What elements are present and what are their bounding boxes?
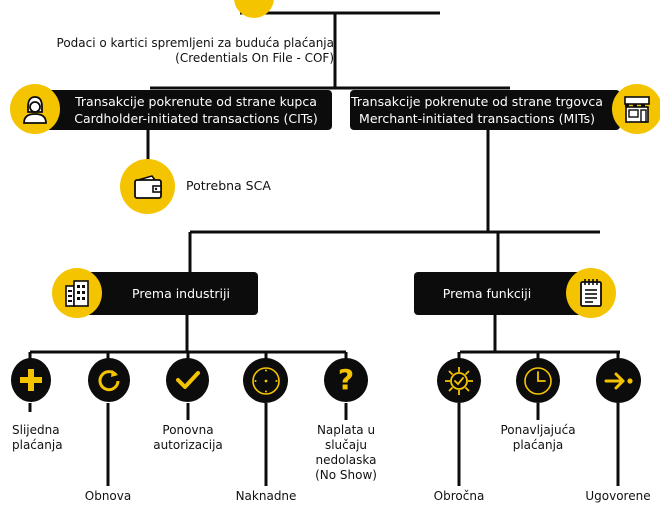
gear-check-icon	[437, 358, 481, 403]
plus-icon	[11, 358, 51, 402]
incremental-line1: Slijedna	[12, 423, 60, 437]
arrow-right-icon	[596, 358, 641, 403]
cof-line1: Podaci o kartici spremljeni za buduća pl…	[56, 36, 334, 50]
mit-box: Transakcije pokrenute od strane trgovca …	[350, 90, 620, 130]
incremental-line2: plaćanja	[12, 438, 63, 452]
noshow-line4: (No Show)	[315, 468, 377, 482]
refresh-icon	[88, 358, 130, 402]
noshow-line2: slučaju	[324, 438, 368, 452]
mit-line2: Merchant-initiated transactions (MITs)	[359, 111, 595, 126]
installment-label: Obročna	[433, 489, 485, 503]
building-icon	[52, 268, 102, 318]
sca-label: Potrebna SCA	[186, 178, 271, 193]
mit-line1: Transakcije pokrenute od strane trgovca	[351, 94, 603, 109]
incremental-label: Slijedna plaćanja	[12, 423, 63, 453]
store-icon	[612, 84, 660, 134]
function-box: Prema funkciji	[414, 272, 582, 315]
industry-box: Prema industriji	[84, 272, 258, 315]
reauth-line2: autorizacija	[153, 438, 223, 452]
cof-label: Podaci o kartici spremljeni za buduća pl…	[42, 36, 334, 66]
cof-line2: (Credentials On File - COF)	[175, 51, 334, 65]
reauth-label: Ponovna autorizacija	[148, 423, 228, 453]
noshow-line1: Naplata u	[316, 423, 376, 437]
noshow-line3: nedolaska	[315, 453, 377, 467]
cit-line2: Cardholder-initiated transactions (CITs)	[74, 111, 318, 126]
delayed-label: Naknadne	[235, 489, 297, 503]
cit-line1: Transakcije pokrenute od strane kupca	[75, 94, 317, 109]
agreed-label: Ugovorene	[585, 489, 651, 503]
clock-icon	[243, 358, 288, 403]
recurring-line2: plaćanja	[512, 438, 564, 452]
wallet-icon	[120, 159, 175, 214]
renewal-label: Obnova	[84, 489, 132, 503]
question-icon: ?	[324, 358, 368, 402]
recurring-label: Ponavljajuća plaćanja	[493, 423, 583, 453]
recurring-line1: Ponavljajuća	[500, 423, 576, 437]
cit-box: Transakcije pokrenute od strane kupca Ca…	[44, 90, 332, 130]
check-icon	[166, 358, 209, 402]
function-label: Prema funkciji	[442, 286, 532, 301]
noshow-label: Naplata u slučaju nedolaska (No Show)	[300, 423, 392, 483]
recurring-clock-icon	[516, 358, 560, 403]
reauth-line1: Ponovna	[162, 423, 214, 437]
cardholder-icon	[10, 84, 60, 134]
industry-label: Prema industriji	[132, 286, 230, 301]
notepad-icon	[566, 268, 616, 318]
top-node-circle	[234, 0, 274, 18]
